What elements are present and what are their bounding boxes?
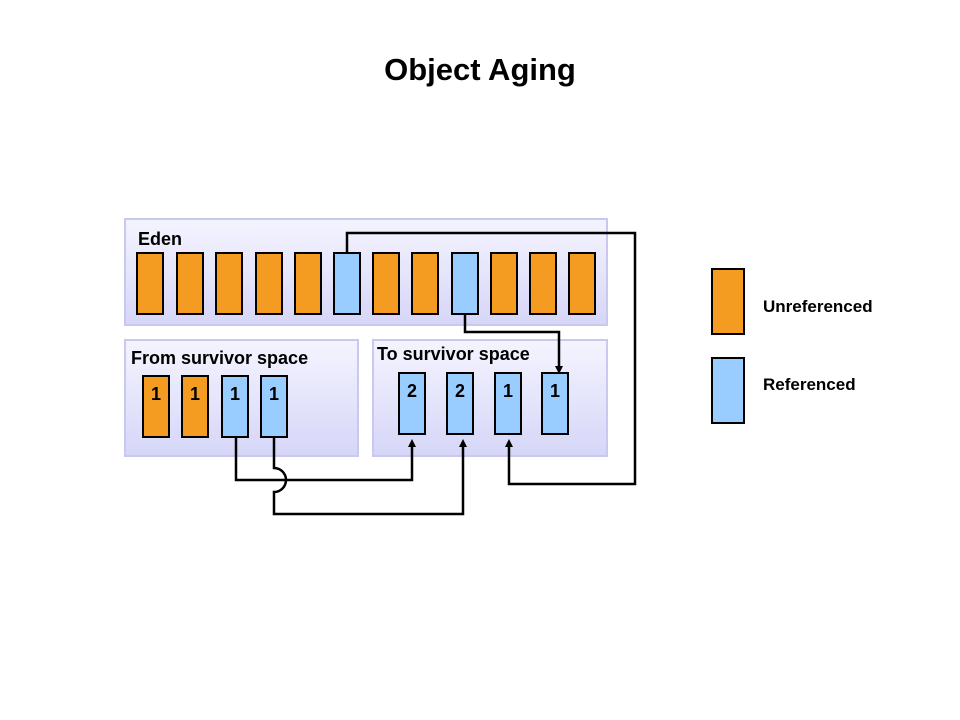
to-survivor-object	[398, 372, 426, 435]
eden-object	[411, 252, 439, 315]
eden-object	[255, 252, 283, 315]
from-survivor-object	[181, 375, 209, 438]
from-survivor-object	[221, 375, 249, 438]
legend-unreferenced-swatch	[711, 268, 745, 335]
legend-unreferenced-label: Unreferenced	[763, 297, 873, 316]
object-age: 1	[268, 384, 279, 404]
object-age: 2	[454, 381, 465, 401]
connector-from3-to-survivor-1	[234, 438, 416, 482]
eden-region	[124, 218, 608, 326]
eden-object	[136, 252, 164, 315]
eden-label: Eden	[138, 229, 183, 249]
object-age: 1	[502, 381, 513, 401]
eden-object	[294, 252, 322, 315]
eden-object	[451, 252, 479, 315]
eden-object	[568, 252, 596, 315]
object-age: 1	[229, 384, 240, 404]
object-age: 1	[549, 381, 560, 401]
eden-object	[490, 252, 518, 315]
eden-object	[176, 252, 204, 315]
legend-referenced-label: Referenced	[763, 375, 856, 394]
from-survivor-object	[142, 375, 170, 438]
object-age: 1	[150, 384, 161, 404]
to-survivor-label: To survivor space	[377, 344, 530, 364]
from-survivor-label: From survivor space	[131, 348, 309, 368]
from-survivor-object	[260, 375, 288, 438]
connector-eden-to-survivor-3	[345, 231, 637, 486]
object-age: 2	[406, 381, 417, 401]
eden-object	[529, 252, 557, 315]
eden-object	[333, 252, 361, 315]
slide-title: Object Aging	[384, 52, 576, 87]
connector-eden-to-survivor-4	[463, 315, 563, 374]
eden-object	[372, 252, 400, 315]
to-survivor-object	[494, 372, 522, 435]
legend-referenced-swatch	[711, 357, 745, 424]
object-age: 1	[189, 384, 200, 404]
to-survivor-object	[446, 372, 474, 435]
connector-from4-to-survivor-2	[272, 438, 467, 516]
eden-object	[215, 252, 243, 315]
